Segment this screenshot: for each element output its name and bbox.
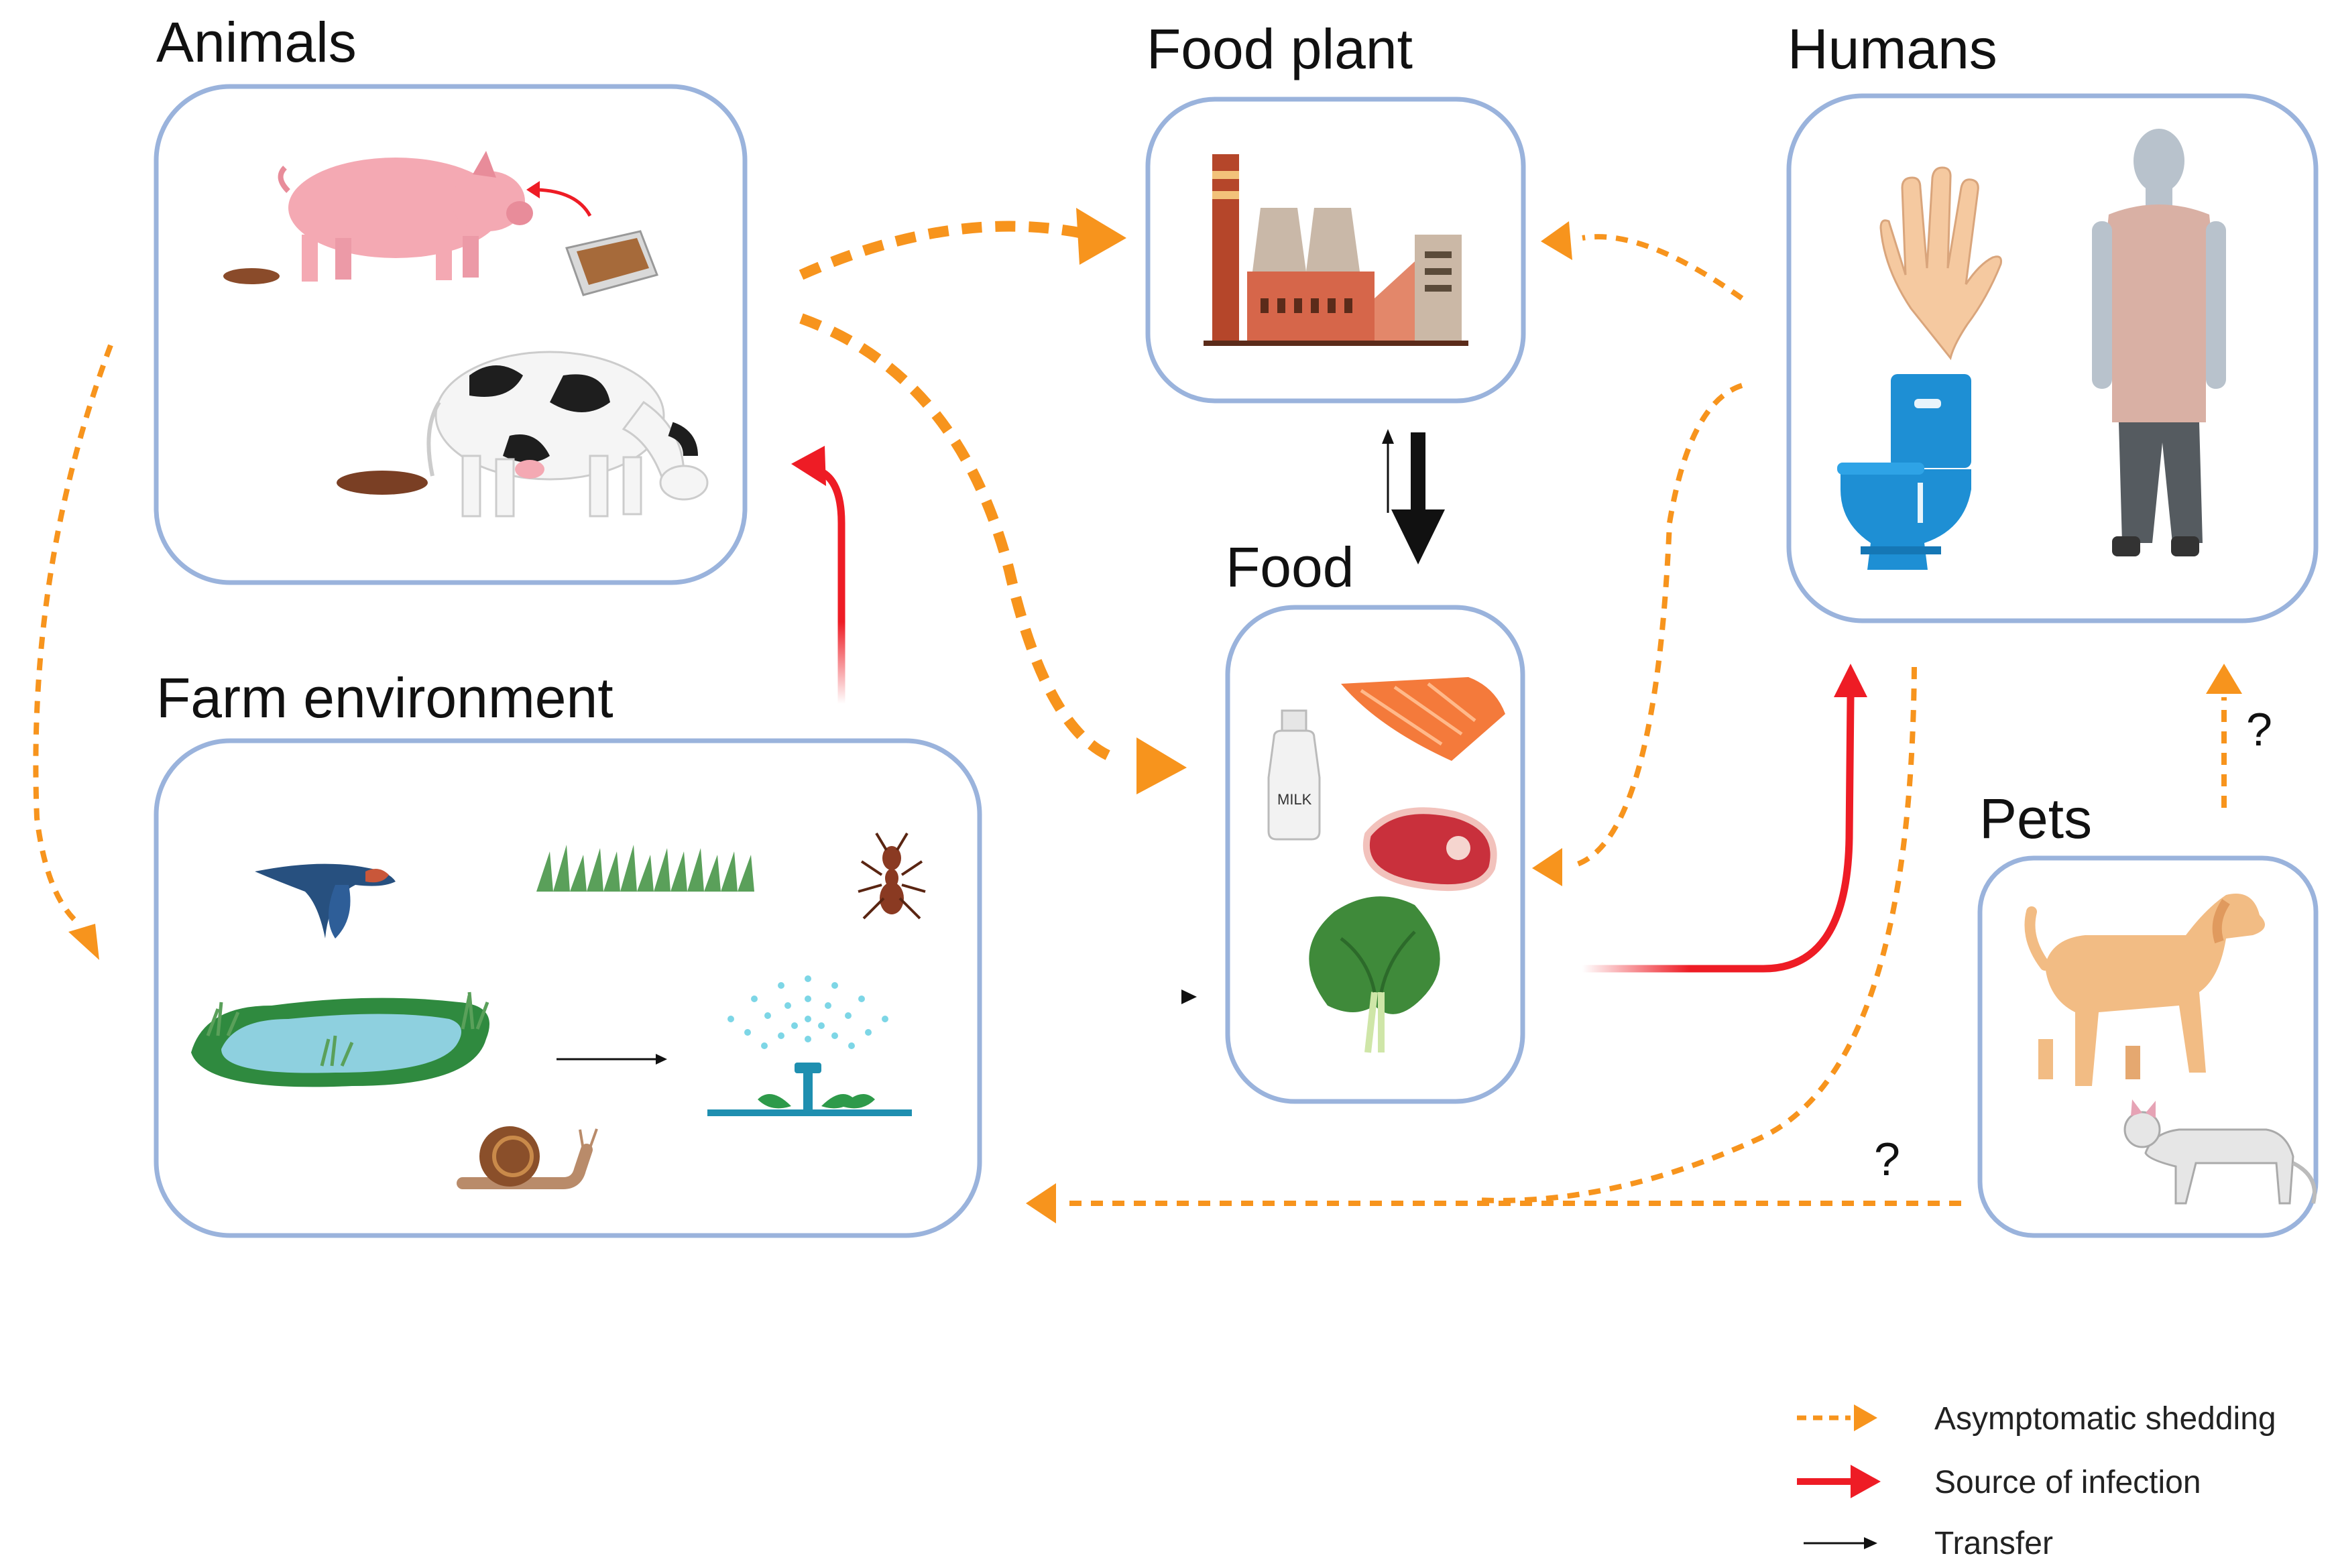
food-label: Food xyxy=(1226,536,1354,599)
feed-trough-icon xyxy=(565,230,658,296)
animals-to-farm-arrow xyxy=(33,344,113,928)
food-to-humans-arrowhead xyxy=(1834,664,1867,697)
swallow-bird-icon xyxy=(255,863,396,939)
pig-icon xyxy=(278,151,533,282)
animals-to-food-plant-arrowhead xyxy=(1076,208,1126,265)
infection-arrows xyxy=(791,446,1867,973)
milk-bottle-icon: MILK xyxy=(1267,709,1321,841)
food-to-humans-arrow xyxy=(1582,697,1855,973)
transfer-arrows xyxy=(1012,429,1445,1004)
animals-label: Animals xyxy=(156,11,357,74)
humans-box xyxy=(1786,93,2319,623)
animals-to-food-arrowhead xyxy=(1136,737,1187,794)
humans-to-food-arrowhead xyxy=(1532,848,1562,886)
animals-to-food-arrow xyxy=(799,313,1116,763)
sprinkler-icon xyxy=(707,975,912,1116)
legend-label-transfer: Transfer xyxy=(1934,1526,2053,1561)
cow-manure-icon xyxy=(337,471,428,495)
food-plant-to-food-arrowhead xyxy=(1391,509,1445,564)
farm-to-animals-arrowhead xyxy=(791,446,826,486)
milk-label: MILK xyxy=(1277,791,1312,808)
animals-to-food-plant-arrow xyxy=(799,221,1084,280)
legend-item-infection: Source of infection xyxy=(1797,1465,2201,1500)
factory-icon xyxy=(1204,154,1468,346)
farm-environment-box xyxy=(154,738,982,1238)
legend-infection-arrowhead xyxy=(1851,1465,1881,1498)
dog-icon xyxy=(2024,894,2265,1086)
pets-to-humans-arrowhead xyxy=(2206,664,2242,694)
salmon-icon xyxy=(1341,677,1505,761)
pets-label: Pets xyxy=(1979,787,2092,850)
animals-box xyxy=(154,84,748,585)
legend-item-shedding: Asymptomatic shedding xyxy=(1797,1401,2276,1437)
humans-to-farm-arrow xyxy=(1474,666,1917,1203)
shedding-arrows xyxy=(33,208,2242,1223)
pets-to-farm-arrowhead xyxy=(1026,1183,1056,1223)
legend-transfer-arrowhead xyxy=(1864,1537,1877,1549)
animals-to-farm-arrowhead xyxy=(68,924,99,960)
food-plant-label: Food plant xyxy=(1147,17,1413,80)
grass-icon xyxy=(536,845,754,892)
toilet-icon xyxy=(1837,374,1971,570)
cat-icon xyxy=(2123,1099,2317,1205)
pond-to-sprinkler-arrow xyxy=(557,1054,667,1065)
pond-icon xyxy=(191,991,489,1087)
humans-label: Humans xyxy=(1788,17,1997,80)
spinach-icon xyxy=(1309,896,1440,1053)
snail-icon xyxy=(457,1126,598,1189)
legend-label-shedding: Asymptomatic shedding xyxy=(1934,1401,2276,1437)
humans-to-food-plant-arrow xyxy=(1582,234,1744,301)
ant-icon xyxy=(858,832,926,920)
cow-icon xyxy=(426,351,709,518)
pets-to-humans-question: ? xyxy=(2246,703,2272,756)
farm-to-animals-arrow xyxy=(813,465,845,704)
hand-icon xyxy=(1879,166,2002,361)
pig-feed-arrow xyxy=(536,188,592,217)
food-to-food-plant-arrowhead xyxy=(1382,429,1394,444)
legend-shedding-arrowhead xyxy=(1854,1404,1877,1431)
legend: Asymptomatic shedding Source of infectio… xyxy=(1797,1401,2276,1561)
humans-to-food-arrow xyxy=(1574,383,1743,867)
steak-icon xyxy=(1362,807,1497,892)
legend-label-infection: Source of infection xyxy=(1934,1465,2201,1500)
pets-to-farm-question: ? xyxy=(1874,1133,1900,1185)
farm-to-food-arrowhead xyxy=(1181,989,1197,1004)
humans-to-food-plant-arrowhead xyxy=(1541,221,1572,260)
person-icon xyxy=(2092,129,2226,556)
farm-environment-label: Farm environment xyxy=(156,666,614,729)
pig-manure-icon xyxy=(223,268,280,284)
legend-item-transfer: Transfer xyxy=(1804,1526,2053,1561)
